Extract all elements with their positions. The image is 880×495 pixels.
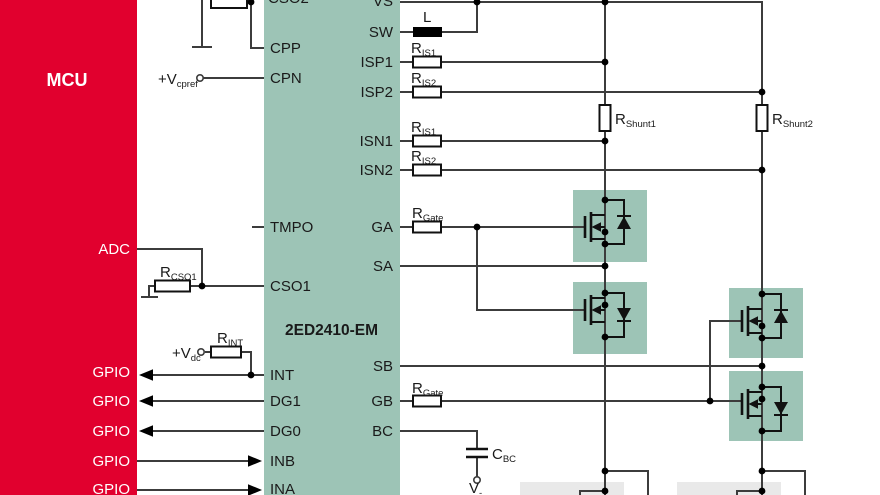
label-r-is1-bottom: RIS1 [411, 119, 436, 138]
label-c-bc: CBC [492, 446, 516, 465]
terminal-vdc [197, 347, 206, 356]
label-r-is2-top: RIS2 [411, 70, 436, 89]
component-labels: +Vcpref RCSO1 +Vdc RINT L RIS1 RIS2 RIS1… [158, 9, 813, 495]
chip-pin-inb: INB [270, 453, 295, 470]
label-vcpref: +Vcpref [158, 71, 198, 90]
net-load-branches [579, 470, 806, 495]
chip-pin-dg1: DG1 [270, 393, 301, 410]
mcu-pin-gpio-2: GPIO [92, 393, 130, 410]
label-r-is2-bottom: RIS2 [411, 148, 436, 167]
label-vdc: +Vdc [172, 345, 201, 364]
arrow-dg1-to-mcu [139, 395, 153, 407]
capacitor-cp-partial [210, 0, 248, 9]
chip-pin-isp1: ISP1 [360, 54, 393, 71]
mcu-pin-labels: ADC GPIO GPIO GPIO GPIO GPIO [92, 241, 130, 495]
label-v-neg: V- [469, 480, 482, 495]
load-box-1-partial [520, 482, 624, 495]
junction-dots [198, 0, 766, 495]
resistor-gate-a [412, 220, 442, 234]
resistor-int [210, 345, 242, 359]
chip-pin-isn1: ISN1 [360, 133, 393, 150]
net-ga [400, 226, 585, 311]
net-vs-rail [400, 1, 763, 495]
capacitor-bc-plates [466, 447, 488, 459]
gate-driver-chip-block [264, 0, 400, 495]
label-r-int: RINT [217, 330, 243, 349]
mcu-pin-gpio-1: GPIO [92, 364, 130, 381]
chip-pin-cso1: CSO1 [270, 278, 311, 295]
chip-pin-sw: SW [369, 24, 394, 41]
net-bc [400, 430, 478, 477]
arrow-inb-to-chip [248, 455, 262, 467]
signal-arrows [139, 369, 262, 495]
label-r-cso1: RCSO1 [160, 264, 197, 283]
mcu-pin-adc: ADC [98, 241, 130, 258]
chip-pin-int: INT [270, 367, 294, 384]
resistor-is1-top [412, 55, 442, 69]
terminal-vcpref [196, 74, 205, 83]
chip-pin-vs-partial: VS [373, 0, 393, 10]
chip-pin-isp2: ISP2 [360, 84, 393, 101]
arrow-dg0-to-mcu [139, 425, 153, 437]
resistor-is2-top [412, 85, 442, 99]
arrow-int-to-mcu [139, 369, 153, 381]
chip-pin-labels: CSO2 VS CPP CPN TMPO CSO1 INT DG1 DG0 IN… [268, 0, 394, 495]
chip-pin-cpp: CPP [270, 40, 301, 57]
chip-pin-tmpo: TMPO [270, 219, 313, 236]
label-r-is1-top: RIS1 [411, 40, 436, 59]
chip-pin-isn2: ISN2 [360, 162, 393, 179]
wires [137, 0, 806, 495]
resistor-is2-bottom [412, 163, 442, 177]
resistor-is1-bottom [412, 134, 442, 148]
net-sw [400, 2, 478, 33]
resistor-shunt2 [755, 104, 769, 132]
net-gb [400, 320, 742, 402]
chip-pin-ina: INA [270, 481, 295, 495]
load-box-2-partial [677, 482, 781, 495]
chip-pin-dg0: DG0 [270, 423, 301, 440]
chip-pin-cso2-partial: CSO2 [268, 0, 309, 7]
label-r-gate-b: RGate [412, 380, 443, 399]
mcu-title: MCU [47, 70, 88, 90]
resistor-gate-b [412, 394, 442, 408]
label-r-gate-a: RGate [412, 205, 443, 224]
net-adc-cso1 [137, 248, 264, 298]
chip-name: 2ED2410-EM [285, 322, 378, 339]
mosfet-highlight-box-b1 [729, 288, 803, 358]
chip-pin-cpn: CPN [270, 70, 302, 87]
chip-pin-gb: GB [371, 393, 393, 410]
resistor-cso1 [154, 279, 191, 293]
mcu-pin-gpio-3: GPIO [92, 423, 130, 440]
resistor-shunt1 [598, 104, 612, 132]
label-r-shunt2: RShunt2 [772, 111, 813, 130]
mcu-pin-gpio-5: GPIO [92, 481, 130, 495]
mcu-block [0, 0, 137, 495]
passive-components [154, 0, 769, 408]
label-r-shunt1: RShunt1 [615, 111, 656, 130]
label-inductor: L [423, 9, 431, 26]
inductor-l [413, 27, 442, 37]
arrow-ina-to-chip [248, 484, 262, 495]
net-cpp [192, 0, 264, 49]
chip-pin-ga: GA [371, 219, 393, 236]
mcu-pin-gpio-4: GPIO [92, 453, 130, 470]
terminal-vneg [472, 475, 481, 484]
chip-pin-sa: SA [373, 258, 393, 275]
chip-pin-bc: BC [372, 423, 393, 440]
net-int [146, 351, 264, 376]
chip-pin-sb: SB [373, 358, 393, 375]
